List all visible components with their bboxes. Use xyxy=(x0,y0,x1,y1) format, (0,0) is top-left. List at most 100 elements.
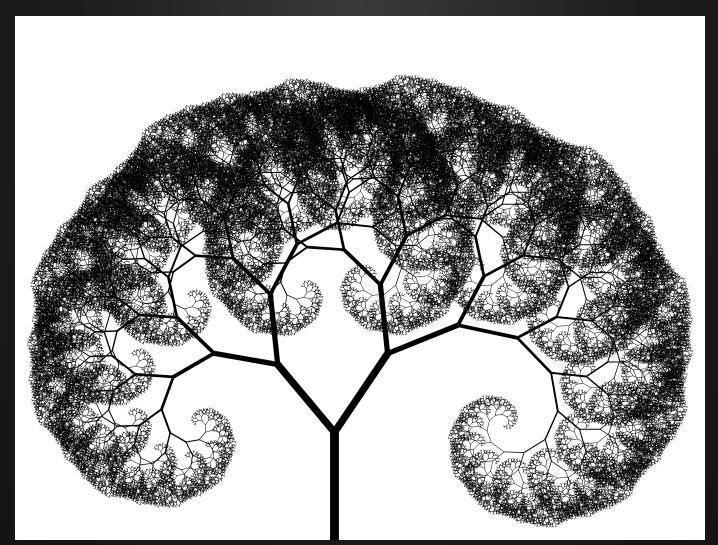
tree-branch xyxy=(221,440,223,443)
tree-branch xyxy=(206,410,207,411)
tree-branch xyxy=(219,430,223,432)
tree-branch xyxy=(196,420,198,421)
tree-branch xyxy=(197,463,198,464)
tree-branch xyxy=(227,424,228,426)
tree-branch xyxy=(228,445,229,446)
tree-branch xyxy=(221,425,222,426)
tree-branch xyxy=(228,446,229,448)
tree-branch xyxy=(210,453,213,458)
tree-branch xyxy=(193,417,194,418)
tree-branch xyxy=(196,418,198,420)
tree-branch xyxy=(220,428,221,430)
tree-branch xyxy=(225,428,226,430)
tree-branch xyxy=(213,415,214,417)
tree-branch xyxy=(198,411,199,412)
tree-branch xyxy=(192,421,193,422)
tree-branch xyxy=(213,409,214,410)
tree-branch xyxy=(194,415,195,416)
tree-branch xyxy=(233,451,234,452)
tree-branch xyxy=(214,441,215,443)
tree-branch xyxy=(198,420,202,421)
tree-branch xyxy=(217,448,219,451)
tree-branch xyxy=(200,464,201,466)
tree-branch xyxy=(219,454,220,455)
tree-branch xyxy=(214,441,215,442)
tree-branch xyxy=(231,455,232,456)
tree-branch xyxy=(199,412,200,414)
tree-branch xyxy=(173,353,214,377)
tree-branch xyxy=(208,472,209,474)
fractal-tree-drawing xyxy=(15,16,705,540)
tree-branch xyxy=(199,440,209,444)
tree-branch xyxy=(215,427,216,428)
tree-branch xyxy=(170,433,186,442)
tree-branch xyxy=(217,429,218,431)
tree-branch xyxy=(206,430,214,432)
tree-branch xyxy=(222,418,223,420)
tree-branch xyxy=(225,417,226,418)
tree-branch xyxy=(162,377,174,409)
tree-branch xyxy=(229,429,230,430)
tree-branch xyxy=(219,427,220,428)
tree-branch xyxy=(207,445,208,446)
tree-branch xyxy=(234,445,235,446)
tree-branch xyxy=(199,432,205,440)
tree-branch xyxy=(218,412,219,413)
tree-branch xyxy=(220,414,221,415)
tree-branch xyxy=(214,412,215,414)
tree-branch xyxy=(220,426,221,428)
tree-branch xyxy=(196,416,197,418)
tree-branch xyxy=(224,433,226,436)
tree-branch xyxy=(208,416,209,420)
tree-branch xyxy=(226,455,227,457)
tree-branch xyxy=(230,460,231,461)
tree-branch xyxy=(228,423,229,424)
tree-branch xyxy=(206,420,209,425)
tree-branch xyxy=(235,442,236,443)
tree-branch xyxy=(222,417,223,419)
tree-branch xyxy=(232,451,233,452)
tree-branch xyxy=(209,409,210,411)
tree-branch xyxy=(209,411,210,413)
tree-branch xyxy=(233,440,234,442)
tree-branch xyxy=(208,410,209,411)
tree-branch xyxy=(199,411,200,413)
tree-branch xyxy=(204,411,205,412)
image-canvas xyxy=(15,16,705,540)
tree-branch xyxy=(217,427,218,429)
tree-branch xyxy=(206,414,208,416)
tree-branch xyxy=(229,441,230,443)
tree-branch xyxy=(186,440,199,442)
tree-branch xyxy=(214,353,278,364)
tree-branch xyxy=(214,443,215,445)
tree-branch xyxy=(210,444,211,446)
tree-branch xyxy=(212,416,213,417)
tree-branch xyxy=(216,446,217,447)
tree-branch xyxy=(227,451,229,452)
tree-branch xyxy=(213,446,215,449)
tree-branch xyxy=(162,409,171,433)
tree-branch xyxy=(202,421,205,425)
tree-branch xyxy=(210,418,211,419)
tree-branch xyxy=(218,413,219,414)
tree-branch xyxy=(231,433,232,434)
tree-branch xyxy=(220,458,224,459)
tree-branch xyxy=(195,422,196,424)
tree-branch xyxy=(218,471,219,473)
tree-branch xyxy=(278,365,335,433)
tree-branch xyxy=(217,416,218,418)
tree-branch xyxy=(225,446,226,448)
tree-branch xyxy=(194,424,195,425)
tree-branch xyxy=(200,415,202,417)
tree-branch xyxy=(218,446,219,448)
tree-branches xyxy=(27,75,693,540)
tree-branch xyxy=(221,451,222,453)
tree-branch xyxy=(210,408,211,409)
tree-branch xyxy=(232,445,233,447)
tree-branch xyxy=(198,466,199,467)
tree-branch xyxy=(208,413,209,414)
tree-branch xyxy=(224,418,225,420)
tree-branch xyxy=(230,442,232,443)
tree-branch xyxy=(210,458,213,463)
